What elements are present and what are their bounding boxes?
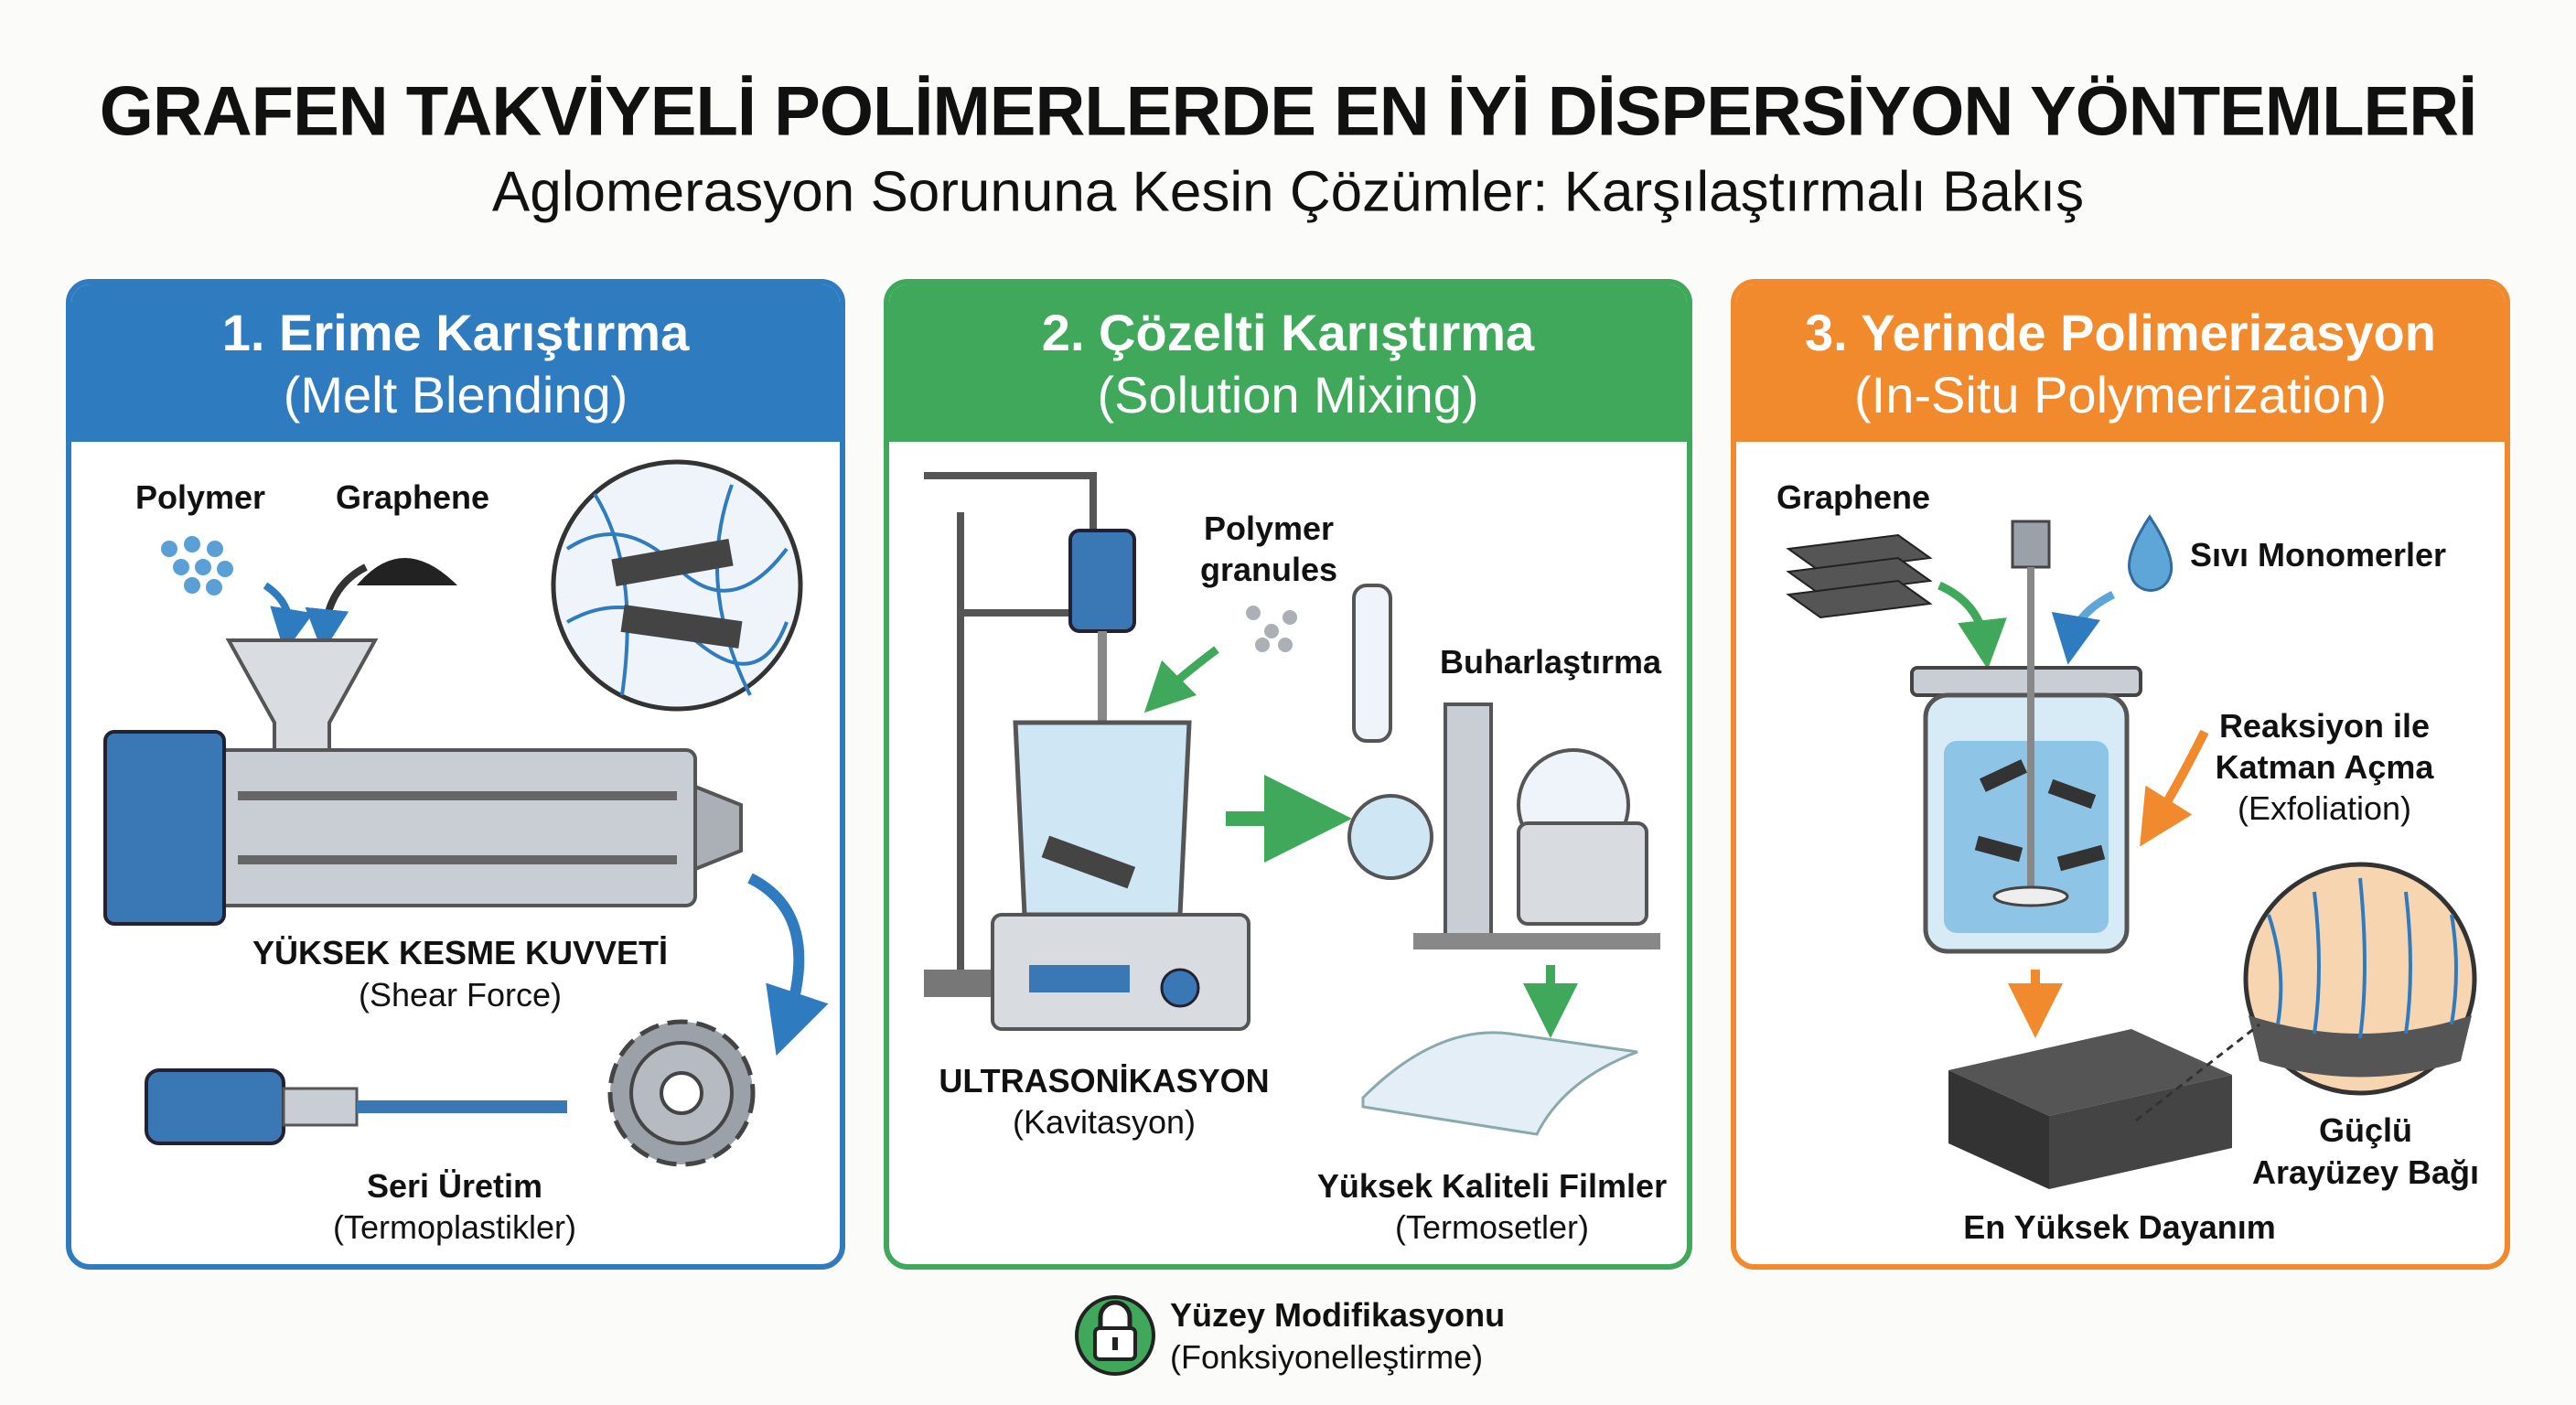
polymer-pellets-icon (161, 536, 233, 595)
arrow-icon (263, 582, 314, 653)
magnified-dispersion-icon (551, 459, 803, 712)
panel-subtitle: (Solution Mixing) (1097, 366, 1479, 424)
extruder-barrel-icon (181, 748, 697, 907)
label-reaction-1: Reaksiyon ile (2218, 707, 2431, 745)
film-icon (1361, 1031, 1638, 1136)
arrow-icon (305, 563, 368, 653)
page-title: GRAFEN TAKVİYELİ POLİMERLERDE EN İYİ DİS… (99, 72, 2477, 151)
label-graphene: Graphene (335, 478, 490, 516)
label-bond-1: Güçlü (2318, 1111, 2413, 1149)
composite-block-icon (1948, 1029, 2232, 1189)
homogenizer-icon (1068, 529, 1136, 633)
label-reaction-3: (Exfoliation) (2237, 789, 2412, 827)
footer-title: Yüzey Modifikasyonu (1170, 1296, 1506, 1334)
label-granules-2: granules (1199, 551, 1338, 588)
label-monomer: Sıvı Monomerler (2189, 536, 2447, 574)
drop-icon (2128, 514, 2174, 592)
graphene-sheets-icon (1786, 533, 1933, 619)
panel-title: 1. Erime Karıştırma (221, 304, 690, 361)
panel-title: 2. Çözelti Karıştırma (1041, 304, 1535, 361)
panel-subtitle: (Melt Blending) (283, 366, 628, 424)
panel-header: 3. Yerinde Polimerizasyon (In-Situ Polym… (1736, 284, 2505, 442)
label-ultrasonication-sub: (Kavitasyon) (1012, 1103, 1197, 1141)
lock-icon (1075, 1295, 1155, 1376)
label-reaction-2: Katman Açma (2215, 748, 2434, 786)
label-output-sub: (Termoplastikler) (332, 1208, 577, 1246)
label-output: En Yüksek Dayanım (1963, 1208, 2276, 1246)
beaker-icon (1013, 720, 1192, 917)
rotary-evaporator-icon (1347, 584, 1660, 949)
label-bond-2: Arayüzey Bağı (2251, 1153, 2480, 1191)
filament-spool-icon (145, 1068, 567, 1145)
graphene-powder-icon (357, 558, 457, 585)
label-granules-1: Polymer (1203, 509, 1335, 547)
panel-header: 1. Erime Karıştırma (Melt Blending) (71, 284, 840, 442)
screw-icon (238, 791, 677, 864)
extruder-motor-icon (103, 730, 226, 926)
label-shear-sub: (Shear Force) (358, 976, 563, 1014)
panel-title: 3. Yerinde Polimerizasyon (1805, 304, 2436, 361)
label-output: Seri Üretim (366, 1167, 543, 1205)
reactor-icon (1910, 520, 2142, 954)
page-subtitle: Aglomerasyon Sorununa Kesin Çözümler: Ka… (491, 160, 2085, 224)
panel-header: 2. Çözelti Karıştırma (Solution Mixing) (889, 284, 1687, 442)
label-graphene: Graphene (1776, 478, 1931, 516)
panel-subtitle: (In-Situ Polymerization) (1854, 366, 2387, 424)
footer-subtitle: (Fonksiyonelleştirme) (1170, 1338, 1484, 1376)
label-shear: YÜKSEK KESME KUVVETİ (252, 934, 669, 971)
label-output: Yüksek Kaliteli Filmler (1316, 1167, 1668, 1205)
label-ultrasonication: ULTRASONİKASYON (939, 1062, 1270, 1099)
hopper-icon (225, 638, 379, 752)
lab-stand-icon (924, 472, 1097, 988)
gear-icon (607, 1019, 756, 1167)
label-polymer: Polymer (134, 478, 266, 516)
label-output-sub: (Termosetler) (1394, 1208, 1590, 1246)
label-evaporation: Buharlaştırma (1439, 643, 1662, 681)
